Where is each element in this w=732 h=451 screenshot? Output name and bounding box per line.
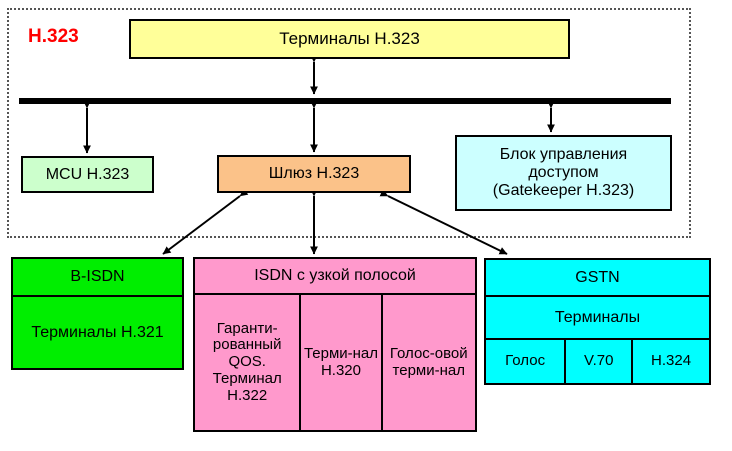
- node-gateway-h323[interactable]: Шлюз H.323: [217, 155, 411, 193]
- node-bisdn-body: Терминалы H.321: [31, 323, 164, 341]
- node-gateway-h323-label: Шлюз H.323: [268, 165, 360, 183]
- node-mcu-h323-label: MCU H.323: [45, 165, 130, 183]
- node-mcu-h323[interactable]: MCU H.323: [21, 156, 154, 193]
- node-gstn-columns: Голос V.70 H.324: [486, 340, 709, 383]
- node-terminals-h323[interactable]: Терминалы H.323: [129, 19, 570, 59]
- node-gatekeeper-line3: (Gatekeeper H.323): [492, 181, 635, 199]
- node-gatekeeper[interactable]: Блок управления доступом (Gatekeeper H.3…: [455, 135, 672, 211]
- node-isdn-narrowband[interactable]: ISDN с узкой полосой Гаранти-рованный QO…: [193, 257, 477, 432]
- node-isdn-column-1: Терми-нал H.320: [301, 295, 383, 430]
- node-gstn-column-2: H.324: [651, 352, 692, 370]
- node-bisdn[interactable]: B-ISDN Терминалы H.321: [11, 257, 184, 370]
- h323-group-boundary: [7, 8, 691, 238]
- node-isdn-column-0: Гаранти-рованный QOS. Терминал H.322: [195, 295, 302, 430]
- node-gstn-header: GSTN: [486, 260, 709, 297]
- node-terminals-h323-label: Терминалы H.323: [279, 29, 420, 49]
- node-isdn-columns: Гаранти-рованный QOS. Терминал H.322 Тер…: [195, 295, 475, 430]
- h323-group-label: H.323: [28, 26, 79, 47]
- network-bus-line: [19, 98, 671, 104]
- node-gstn-column-1: V.70: [566, 340, 634, 383]
- node-gstn[interactable]: GSTN Терминалы Голос V.70 H.324: [484, 258, 711, 385]
- node-isdn-header: ISDN с узкой полосой: [195, 259, 475, 295]
- node-gstn-column-0: Голос: [486, 340, 567, 383]
- node-gstn-middle: Терминалы: [486, 297, 709, 340]
- node-gatekeeper-line2: доступом: [528, 164, 599, 182]
- node-isdn-column-2: Голос-овой терми-нал: [389, 344, 468, 379]
- node-gatekeeper-line1: Блок управления: [499, 146, 628, 164]
- node-bisdn-header: B-ISDN: [13, 259, 182, 297]
